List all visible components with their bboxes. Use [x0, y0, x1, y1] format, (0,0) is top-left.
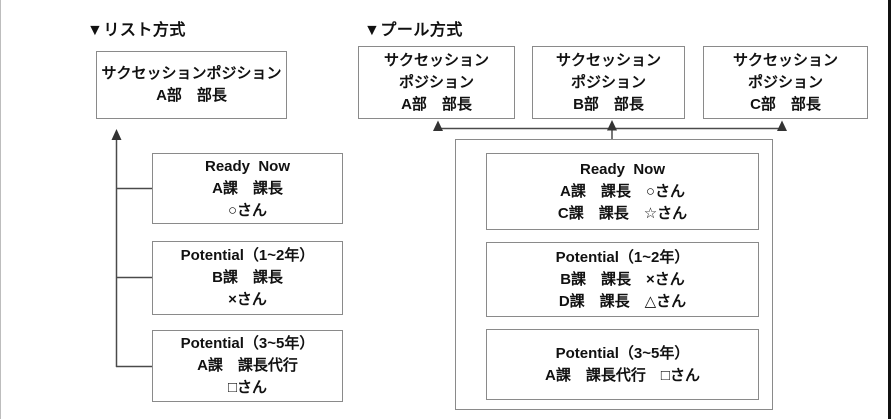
left-edge-rule — [0, 0, 1, 419]
box-line: A課 課長 ○さん — [560, 182, 685, 200]
box-line: ×さん — [228, 291, 267, 308]
list-candidate-box-potential-3-5: Potential（3~5年） A課 課長代行 □さん — [152, 330, 343, 402]
box-line: サクセッション — [383, 51, 489, 69]
pool-position-box-a: サクセッション ポジション A部 部長 — [358, 46, 515, 119]
box-line: A部 部長 — [401, 95, 472, 113]
box-line: ○さん — [227, 201, 268, 219]
pool-position-box-c: サクセッション ポジション C部 部長 — [703, 46, 868, 119]
pool-position-box-b: サクセッション ポジション B部 部長 — [532, 46, 685, 119]
box-line: サクセッション — [555, 51, 661, 69]
box-line: A課 課長代行 — [197, 357, 298, 374]
box-line: ポジション — [570, 73, 646, 91]
box-line: C部 部長 — [750, 95, 821, 113]
list-method-heading: ▼リスト方式 — [87, 22, 186, 39]
box-line: サクセッション — [732, 51, 838, 69]
right-edge-rule — [888, 0, 891, 419]
list-connector-lines — [115, 138, 153, 368]
list-candidate-box-potential-1-2: Potential（1~2年） B課 課長 ×さん — [152, 241, 343, 315]
arrow-up-icon — [433, 120, 443, 131]
box-line: ポジション — [747, 73, 823, 91]
box-line: Ready Now — [579, 160, 666, 178]
pool-method-heading: ▼プール方式 — [364, 22, 463, 39]
box-line: A課 課長代行 □さん — [545, 366, 700, 384]
arrow-up-icon — [777, 120, 787, 131]
box-line: B課 課長 ×さん — [560, 270, 685, 288]
arrow-up-icon — [111, 129, 122, 140]
pool-box-ready-now: Ready Now A課 課長 ○さん C課 課長 ☆さん — [486, 153, 759, 230]
box-line: ポジション — [398, 73, 474, 91]
box-line: A部 部長 — [156, 87, 227, 104]
box-line: Potential（1~2年） — [555, 248, 690, 266]
box-line: Potential（3~5年） — [555, 344, 690, 362]
box-line: A課 課長 — [212, 179, 283, 197]
box-line: B課 課長 — [212, 269, 283, 286]
box-line: D課 課長 △さん — [558, 292, 687, 310]
box-line: Potential（1~2年） — [180, 247, 315, 264]
pool-container: Ready Now A課 課長 ○さん C課 課長 ☆さん Potential（… — [455, 139, 773, 410]
list-position-box: サクセッションポジション A部 部長 — [96, 51, 287, 119]
box-line: □さん — [227, 379, 268, 396]
list-candidate-box-ready-now: Ready Now A課 課長 ○さん — [152, 153, 343, 224]
pool-box-potential-1-2: Potential（1~2年） B課 課長 ×さん D課 課長 △さん — [486, 242, 759, 317]
box-line: C課 課長 ☆さん — [557, 204, 688, 222]
arrow-up-icon — [607, 120, 617, 131]
box-line: B部 部長 — [573, 95, 644, 113]
box-line: Potential（3~5年） — [180, 335, 315, 352]
box-line: サクセッションポジション — [101, 65, 282, 82]
box-line: Ready Now — [204, 157, 291, 175]
pool-box-potential-3-5: Potential（3~5年） A課 課長代行 □さん — [486, 329, 759, 400]
